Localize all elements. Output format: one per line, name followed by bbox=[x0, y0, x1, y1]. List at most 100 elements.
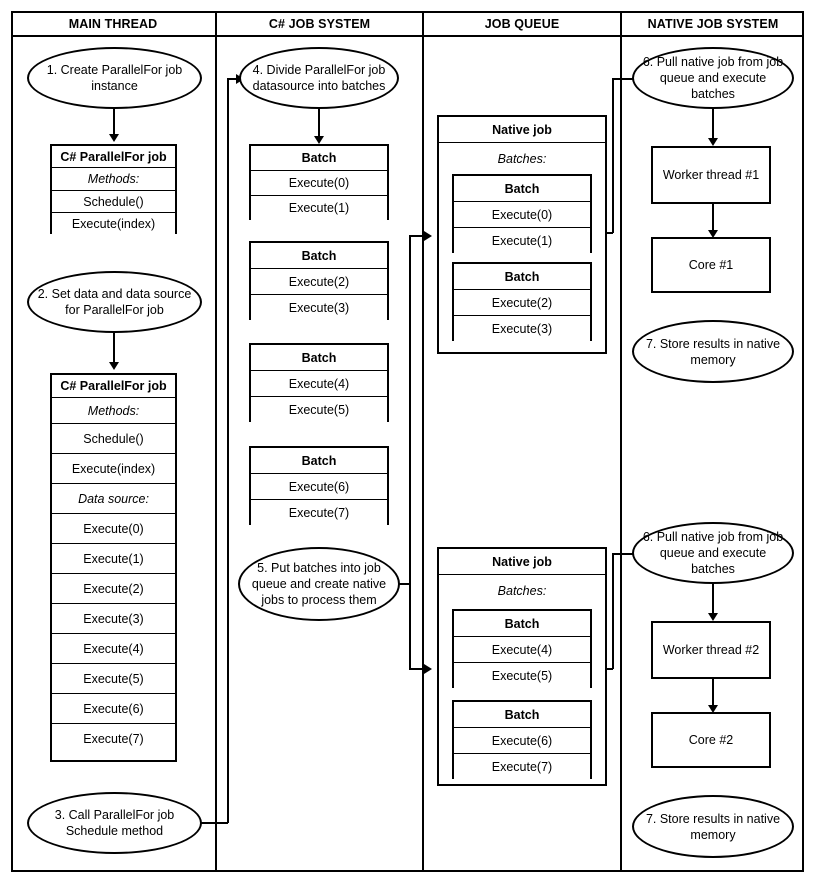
table2-data-source-2: Execute(2) bbox=[52, 574, 175, 604]
table2-data-source-6: Execute(6) bbox=[52, 694, 175, 724]
native-job-1-batch-1-item-1: Execute(7) bbox=[454, 754, 590, 779]
native-job-0-batch-1-header: Batch bbox=[454, 264, 590, 290]
csharp-batch-3-item-0: Execute(6) bbox=[251, 474, 387, 500]
connector-step5-into-nativejob-1 bbox=[409, 235, 426, 237]
core-1-box: Core #1 bbox=[651, 237, 771, 293]
connector-step6-to-worker-1 bbox=[712, 109, 714, 141]
connector-worker-1-to-core-1 bbox=[712, 204, 714, 233]
table2-method-1: Execute(index) bbox=[52, 454, 175, 484]
arrow-down-icon bbox=[708, 613, 718, 621]
step-1-create-parallelfor-job[interactable]: 1. Create ParallelFor job instance bbox=[27, 47, 202, 109]
connector-step5-up bbox=[409, 236, 411, 584]
native-job-1-batch-0-item-1: Execute(5) bbox=[454, 663, 590, 688]
native-job-0-batch-0-header: Batch bbox=[454, 176, 590, 202]
csharp-batch-1-item-1: Execute(3) bbox=[251, 295, 387, 320]
csharp-parallelfor-job-table-2: C# ParallelFor job Methods: Schedule() E… bbox=[50, 373, 177, 762]
table2-method-0: Schedule() bbox=[52, 424, 175, 454]
step-7-store-results-worker-2[interactable]: 7. Store results in native memory bbox=[632, 795, 794, 858]
csharp-batch-0: Batch Execute(0) Execute(1) bbox=[249, 144, 389, 220]
csharp-batch-1-header: Batch bbox=[251, 243, 387, 269]
native-job-0-batch-0-item-1: Execute(1) bbox=[454, 228, 590, 253]
native-job-1-batch-1-header: Batch bbox=[454, 702, 590, 728]
arrow-down-icon bbox=[708, 138, 718, 146]
swimlane-frame bbox=[11, 11, 804, 872]
native-job-1-batch-1-item-0: Execute(6) bbox=[454, 728, 590, 754]
arrow-down-icon bbox=[708, 705, 718, 713]
native-job-0-batch-0-item-0: Execute(0) bbox=[454, 202, 590, 228]
step-3-call-schedule-method[interactable]: 3. Call ParallelFor job Schedule method bbox=[27, 792, 202, 854]
step-6-pull-native-job-worker-2[interactable]: 6. Pull native job from job queue and ex… bbox=[632, 522, 794, 584]
arrow-right-icon bbox=[424, 231, 432, 241]
step-5-put-batches-into-queue[interactable]: 5. Put batches into job queue and create… bbox=[238, 547, 400, 621]
table2-data-source-7: Execute(7) bbox=[52, 724, 175, 754]
csharp-batch-2-item-1: Execute(5) bbox=[251, 397, 387, 422]
native-job-1-batch-0-item-0: Execute(4) bbox=[454, 637, 590, 663]
connector-nativejob-1-right bbox=[605, 668, 613, 670]
step-7-store-results-worker-1[interactable]: 7. Store results in native memory bbox=[632, 320, 794, 383]
step-6-pull-native-job-worker-1[interactable]: 6. Pull native job from job queue and ex… bbox=[632, 47, 794, 109]
header-divider bbox=[11, 35, 804, 37]
arrow-down-icon bbox=[109, 134, 119, 142]
native-job-0-batch-1: Batch Execute(2) Execute(3) bbox=[452, 262, 592, 341]
table1-method-0: Schedule() bbox=[52, 191, 175, 213]
arrow-down-icon bbox=[109, 362, 119, 370]
table1-header: C# ParallelFor job bbox=[52, 146, 175, 168]
step-2-set-data-and-source[interactable]: 2. Set data and data source for Parallel… bbox=[27, 271, 202, 333]
connector-step2-to-table2 bbox=[113, 333, 115, 363]
table1-methods-label: Methods: bbox=[52, 168, 175, 191]
csharp-parallelfor-job-table-1: C# ParallelFor job Methods: Schedule() E… bbox=[50, 144, 177, 234]
connector-nativejob-0-into-step6 bbox=[612, 78, 637, 80]
connector-step5-right bbox=[398, 583, 410, 585]
native-job-1-batch-1: Batch Execute(6) Execute(7) bbox=[452, 700, 592, 779]
connector-step5-down bbox=[409, 583, 411, 669]
csharp-batch-0-item-0: Execute(0) bbox=[251, 171, 387, 196]
native-job-1-batches-label: Batches: bbox=[497, 584, 547, 598]
connector-step4-to-batch1 bbox=[318, 109, 320, 139]
step-4-divide-datasource-into-batches[interactable]: 4. Divide ParallelFor job datasource int… bbox=[239, 47, 399, 109]
native-job-0-batch-1-item-1: Execute(3) bbox=[454, 316, 590, 341]
connector-nativejob-0-right bbox=[605, 232, 613, 234]
arrow-down-icon bbox=[708, 230, 718, 238]
csharp-batch-0-item-1: Execute(1) bbox=[251, 196, 387, 220]
table2-data-source-label: Data source: bbox=[52, 484, 175, 514]
csharp-batch-3: Batch Execute(6) Execute(7) bbox=[249, 446, 389, 525]
csharp-batch-2-header: Batch bbox=[251, 345, 387, 371]
native-job-1-batch-0-header: Batch bbox=[454, 611, 590, 637]
lane-title-csharp-job-system: C# JOB SYSTEM bbox=[268, 17, 371, 31]
connector-step3-right bbox=[200, 822, 228, 824]
native-job-0-batch-1-item-0: Execute(2) bbox=[454, 290, 590, 316]
lane-title-native-job-system: NATIVE JOB SYSTEM bbox=[647, 17, 779, 31]
csharp-batch-0-header: Batch bbox=[251, 146, 387, 171]
connector-step5-into-nativejob-2 bbox=[409, 668, 426, 670]
connector-step3-into-step4 bbox=[227, 78, 239, 80]
connector-nativejob-1-into-step6 bbox=[612, 553, 637, 555]
lane-title-job-queue: JOB QUEUE bbox=[484, 17, 560, 31]
table2-header: C# ParallelFor job bbox=[52, 375, 175, 398]
connector-worker-2-to-core-2 bbox=[712, 679, 714, 708]
worker-thread-1-box: Worker thread #1 bbox=[651, 146, 771, 204]
csharp-batch-1: Batch Execute(2) Execute(3) bbox=[249, 241, 389, 320]
csharp-batch-2: Batch Execute(4) Execute(5) bbox=[249, 343, 389, 422]
csharp-batch-3-header: Batch bbox=[251, 448, 387, 474]
native-job-0-batch-0: Batch Execute(0) Execute(1) bbox=[452, 174, 592, 253]
arrow-down-icon bbox=[314, 136, 324, 144]
native-job-0-batches-label: Batches: bbox=[497, 152, 547, 166]
connector-step3-up bbox=[227, 79, 229, 823]
lane-title-main-thread: MAIN THREAD bbox=[68, 17, 158, 31]
core-2-box: Core #2 bbox=[651, 712, 771, 768]
csharp-batch-2-item-0: Execute(4) bbox=[251, 371, 387, 397]
table2-data-source-5: Execute(5) bbox=[52, 664, 175, 694]
native-job-1-header: Native job bbox=[439, 549, 605, 575]
table2-methods-label: Methods: bbox=[52, 398, 175, 424]
connector-step1-to-table1 bbox=[113, 109, 115, 135]
table2-data-source-0: Execute(0) bbox=[52, 514, 175, 544]
worker-thread-2-box: Worker thread #2 bbox=[651, 621, 771, 679]
table1-method-1: Execute(index) bbox=[52, 213, 175, 234]
lane-divider-2 bbox=[422, 11, 424, 872]
arrow-right-icon bbox=[424, 664, 432, 674]
csharp-batch-3-item-1: Execute(7) bbox=[251, 500, 387, 525]
connector-nativejob-1-up bbox=[612, 553, 614, 669]
native-job-0-header: Native job bbox=[439, 117, 605, 143]
csharp-batch-1-item-0: Execute(2) bbox=[251, 269, 387, 295]
